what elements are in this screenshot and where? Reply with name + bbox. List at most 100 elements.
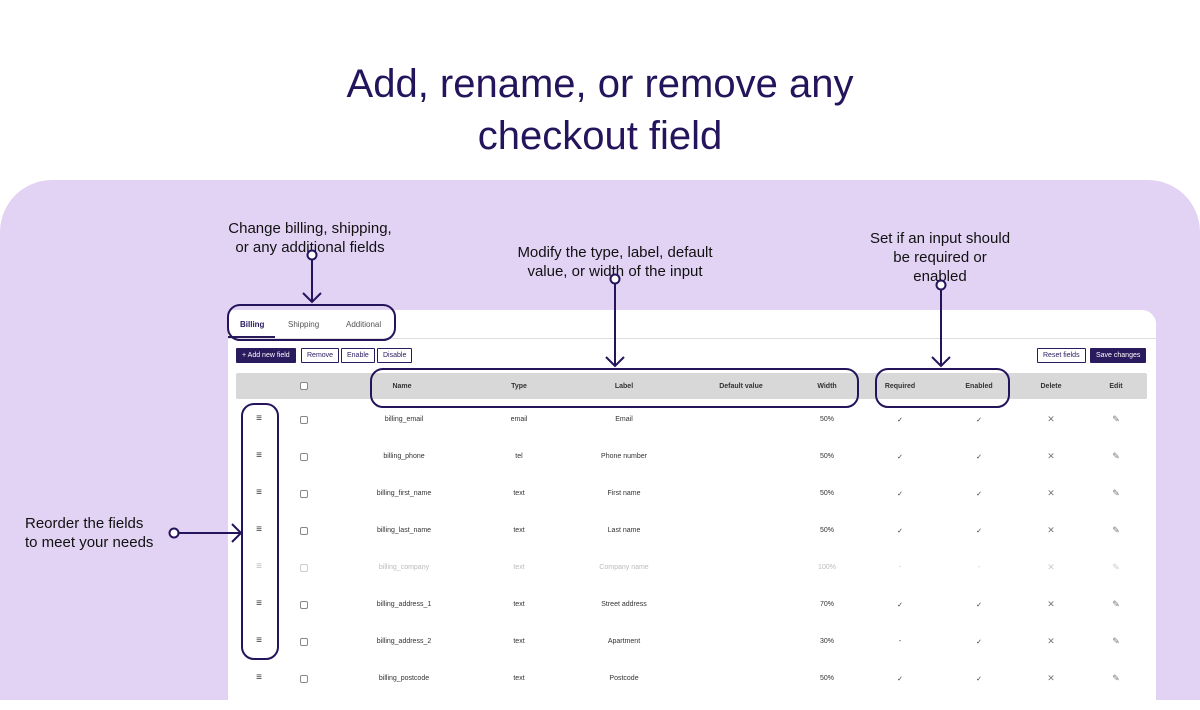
delete-icon[interactable]: ✕ — [1047, 562, 1055, 572]
cell-label: Company name — [599, 564, 649, 571]
cell-width: 30% — [819, 638, 835, 645]
annotation-tabs: Change billing, shipping,or any addition… — [228, 220, 392, 256]
cell-name: billing_postcode — [378, 675, 430, 682]
col-width: Width — [817, 383, 837, 390]
annotation-overlay — [168, 249, 1010, 660]
row-checkbox[interactable] — [300, 527, 308, 535]
cell-label: First name — [607, 490, 641, 497]
cell-type: text — [513, 527, 525, 534]
row-checkbox[interactable] — [300, 490, 308, 498]
active-tab-indicator — [228, 336, 275, 338]
select-all-checkbox[interactable] — [300, 382, 308, 390]
tab-additional[interactable]: Additional — [346, 320, 382, 329]
tab-shipping[interactable]: Shipping — [288, 320, 320, 329]
delete-icon[interactable]: ✕ — [1047, 525, 1055, 535]
cell-type: text — [513, 601, 525, 608]
cell-type: text — [513, 490, 525, 497]
delete-icon[interactable]: ✕ — [1047, 599, 1055, 609]
cell-width: 50% — [819, 490, 835, 497]
save-changes-button[interactable]: Save changes — [1090, 348, 1147, 363]
cell-label: Last name — [607, 527, 641, 534]
drag-handle-icon[interactable]: ≡ — [256, 450, 262, 461]
row-checkbox[interactable] — [300, 601, 308, 609]
col-edit: Edit — [1109, 383, 1123, 390]
edit-pencil-icon[interactable]: ✎ — [1112, 599, 1120, 609]
cell-enabled: ✓ — [976, 454, 982, 461]
cell-enabled: ✓ — [976, 528, 982, 535]
enable-button[interactable]: Enable — [341, 348, 375, 363]
col-label: Label — [614, 383, 634, 390]
edit-pencil-icon[interactable]: ✎ — [1112, 451, 1120, 461]
drag-handle-icon[interactable]: ≡ — [256, 598, 262, 609]
row-checkbox[interactable] — [300, 416, 308, 424]
drag-handle-icon[interactable]: ≡ — [256, 487, 262, 498]
edit-pencil-icon[interactable]: ✎ — [1112, 562, 1120, 572]
cell-type: text — [513, 675, 525, 682]
col-name: Name — [392, 383, 412, 390]
columns-highlight — [370, 368, 859, 408]
row-checkbox[interactable] — [300, 453, 308, 461]
tab-billing[interactable]: Billing — [240, 320, 265, 329]
row-checkbox[interactable] — [300, 638, 308, 646]
row-checkbox[interactable] — [300, 564, 308, 572]
cell-name: billing_phone — [383, 453, 425, 460]
cell-width: 50% — [819, 675, 835, 682]
edit-pencil-icon[interactable]: ✎ — [1112, 488, 1120, 498]
cell-enabled: ✓ — [976, 676, 982, 683]
table-row: ≡ billing_last_name text Last name 50% ✓ ✓ ✕ ✎ — [228, 523, 1156, 560]
cell-enabled: ✓ — [976, 602, 982, 609]
cell-type: email — [510, 416, 528, 423]
cell-width: 50% — [819, 527, 835, 534]
col-enabled: Enabled — [965, 383, 993, 390]
cell-name: billing_address_2 — [376, 638, 432, 645]
edit-pencil-icon[interactable]: ✎ — [1112, 414, 1120, 424]
required-highlight — [875, 368, 1010, 408]
drag-handle-icon[interactable]: ≡ — [256, 561, 262, 572]
delete-icon[interactable]: ✕ — [1047, 488, 1055, 498]
col-default: Default value — [719, 383, 763, 390]
row-checkbox[interactable] — [300, 675, 308, 683]
cell-type: tel — [515, 453, 523, 460]
delete-icon[interactable]: ✕ — [1047, 414, 1055, 424]
cell-required: ✓ — [897, 454, 903, 461]
col-delete: Delete — [1040, 383, 1062, 390]
cell-enabled: ✓ — [976, 639, 982, 646]
cell-required: - — [898, 564, 902, 571]
cell-required: - — [898, 638, 902, 645]
cell-type: text — [513, 638, 525, 645]
cell-name: billing_last_name — [376, 527, 432, 534]
cell-width: 50% — [819, 416, 835, 423]
cell-width: 100% — [818, 564, 836, 571]
delete-icon[interactable]: ✕ — [1047, 636, 1055, 646]
delete-icon[interactable]: ✕ — [1047, 451, 1055, 461]
cell-required: ✓ — [897, 528, 903, 535]
disable-button[interactable]: Disable — [377, 348, 413, 363]
cell-label: Postcode — [609, 675, 639, 682]
col-required: Required — [884, 383, 916, 390]
tab-bar: Billing Shipping Additional — [228, 310, 1156, 339]
edit-pencil-icon[interactable]: ✎ — [1112, 636, 1120, 646]
reset-fields-button[interactable]: Reset fields — [1037, 348, 1086, 363]
cell-label: Street address — [601, 601, 647, 608]
remove-button[interactable]: Remove — [301, 348, 340, 363]
drag-handle-icon[interactable]: ≡ — [256, 413, 262, 424]
cell-required: ✓ — [897, 491, 903, 498]
cell-width: 50% — [819, 453, 835, 460]
cell-name: billing_email — [384, 416, 424, 423]
cell-name: billing_first_name — [376, 490, 432, 497]
cell-label: Email — [615, 416, 633, 423]
drag-handle-icon[interactable]: ≡ — [256, 524, 262, 535]
edit-pencil-icon[interactable]: ✎ — [1112, 525, 1120, 535]
cell-required: ✓ — [897, 676, 903, 683]
page-title: Add, rename, or remove any checkout fiel… — [346, 62, 854, 158]
cell-width: 70% — [819, 601, 835, 608]
cell-enabled: - — [977, 564, 981, 571]
drag-handle-icon[interactable]: ≡ — [256, 635, 262, 646]
add-new-field-button[interactable]: + Add new field — [236, 348, 296, 363]
cell-name: billing_company — [378, 564, 430, 571]
